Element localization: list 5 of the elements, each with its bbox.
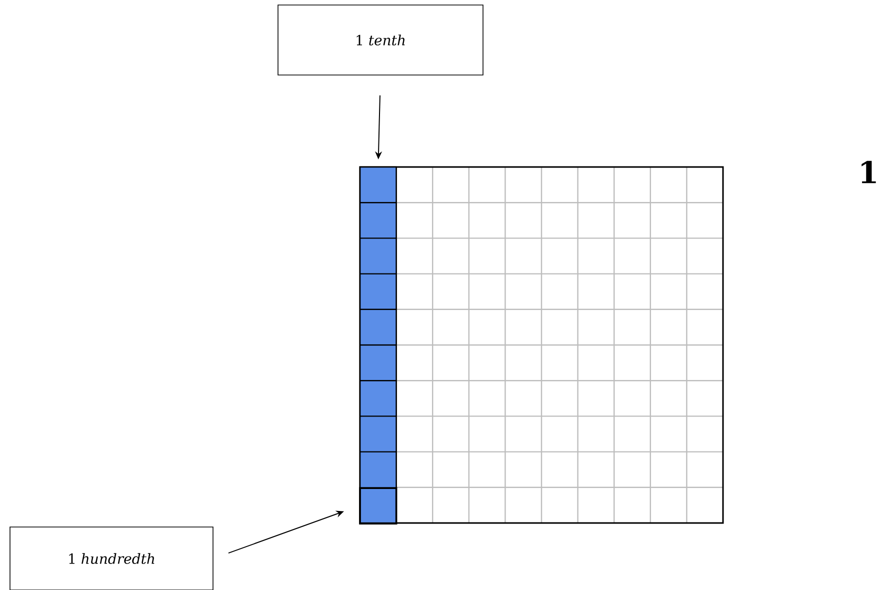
hundredth-cell [359,487,398,525]
tenth-column [359,166,397,524]
whole-label: 1 [862,160,876,184]
label-box: 1 hundredth [10,526,214,590]
label-box: 1 tenth [278,4,484,76]
